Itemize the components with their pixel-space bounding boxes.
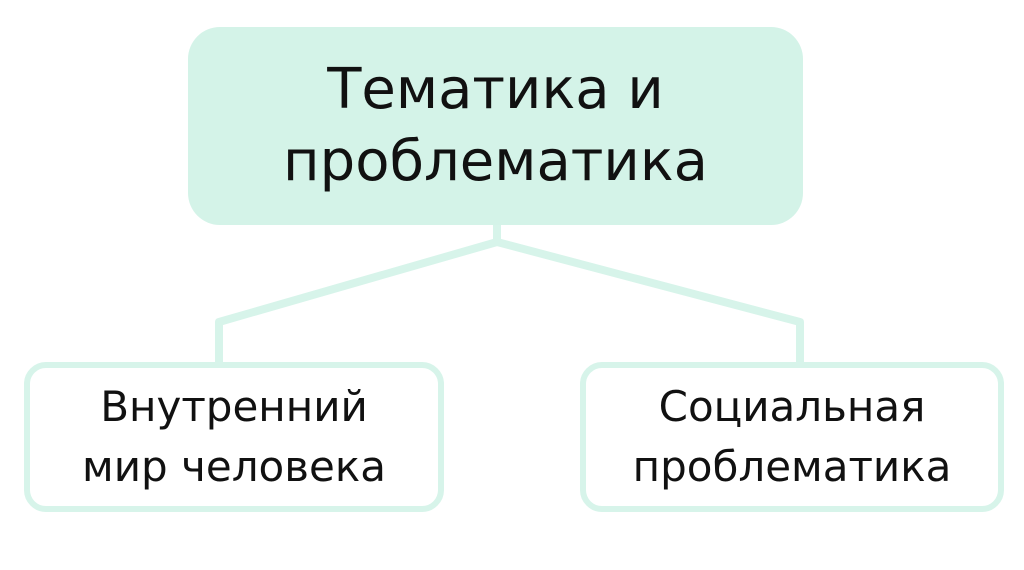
connector-root-right [493,238,804,368]
connector-root-left [215,221,501,368]
root-label: Тематика и проблематика [283,57,708,194]
child-label-social-problems: Социальная проблематика [632,382,952,491]
root-node: Тематика и проблематика [188,27,803,225]
child-node-social-problems: Социальная проблематика [580,362,1004,512]
child-node-inner-world: Внутренний мир человека [24,362,444,512]
child-label-inner-world: Внутренний мир человека [82,382,386,491]
